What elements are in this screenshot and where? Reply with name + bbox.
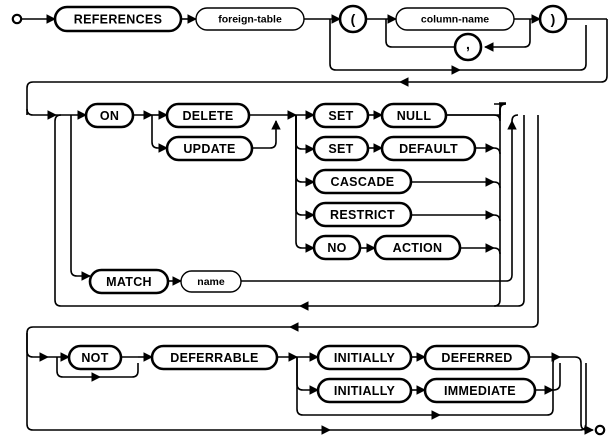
node-not[interactable]: NOT bbox=[67, 344, 123, 371]
node-action[interactable]: ACTION bbox=[373, 234, 462, 261]
node-update[interactable]: UPDATE bbox=[165, 135, 254, 162]
node-name-label: name bbox=[197, 276, 225, 288]
node-initially-immediate-label: INITIALLY bbox=[334, 384, 396, 398]
node-default[interactable]: DEFAULT bbox=[380, 135, 477, 162]
node-lparen-label: ( bbox=[351, 11, 356, 27]
node-cascade[interactable]: CASCADE bbox=[312, 168, 413, 195]
node-name[interactable]: name bbox=[180, 270, 242, 293]
node-delete-label: DELETE bbox=[182, 109, 233, 123]
node-on-label: ON bbox=[100, 109, 119, 123]
node-comma[interactable]: , bbox=[453, 32, 483, 62]
node-action-label: ACTION bbox=[393, 241, 443, 255]
node-initially-deferred[interactable]: INITIALLY bbox=[316, 344, 413, 371]
node-references[interactable]: REFERENCES bbox=[53, 5, 183, 33]
initially-choice bbox=[296, 356, 561, 420]
node-foreign-table-label: foreign-table bbox=[218, 14, 282, 26]
node-set-null[interactable]: SET bbox=[312, 102, 370, 129]
on-clause-repeat-loop bbox=[54, 114, 525, 311]
node-column-name[interactable]: column-name bbox=[395, 7, 515, 31]
node-on[interactable]: ON bbox=[84, 102, 135, 129]
node-set-default[interactable]: SET bbox=[312, 135, 370, 162]
row-1-track bbox=[11, 13, 607, 25]
node-initially-immediate[interactable]: INITIALLY bbox=[316, 377, 413, 404]
node-immediate[interactable]: IMMEDIATE bbox=[423, 377, 537, 404]
node-restrict-label: RESTRICT bbox=[330, 208, 395, 222]
end-terminal-dot bbox=[594, 424, 606, 436]
node-deferrable[interactable]: DEFERRABLE bbox=[150, 344, 279, 371]
node-immediate-label: IMMEDIATE bbox=[444, 384, 516, 398]
node-default-label: DEFAULT bbox=[399, 142, 458, 156]
node-deferred-label: DEFERRED bbox=[441, 351, 512, 365]
node-not-label: NOT bbox=[81, 351, 108, 365]
node-rparen[interactable]: ) bbox=[538, 4, 568, 34]
node-null-label: NULL bbox=[397, 109, 432, 123]
match-branch bbox=[70, 114, 519, 286]
start-terminal-dot bbox=[11, 13, 23, 25]
not-bypass bbox=[56, 357, 139, 382]
node-references-label: REFERENCES bbox=[74, 13, 162, 27]
node-column-name-label: column-name bbox=[421, 14, 489, 26]
node-no-label: NO bbox=[327, 241, 346, 255]
node-initially-deferred-label: INITIALLY bbox=[334, 351, 396, 365]
node-cascade-label: CASCADE bbox=[331, 175, 395, 189]
node-restrict[interactable]: RESTRICT bbox=[312, 201, 413, 228]
node-comma-label: , bbox=[466, 36, 470, 52]
node-delete[interactable]: DELETE bbox=[165, 102, 251, 129]
node-rparen-label: ) bbox=[551, 11, 556, 27]
node-set-null-label: SET bbox=[328, 109, 353, 123]
node-deferred[interactable]: DEFERRED bbox=[423, 344, 531, 371]
node-update-label: UPDATE bbox=[183, 142, 235, 156]
node-match-label: MATCH bbox=[106, 275, 152, 289]
node-foreign-table[interactable]: foreign-table bbox=[195, 7, 305, 31]
row3-bypass-and-end bbox=[26, 333, 606, 436]
node-deferrable-label: DEFERRABLE bbox=[170, 351, 258, 365]
node-match[interactable]: MATCH bbox=[88, 268, 170, 295]
delete-update-choice bbox=[151, 115, 281, 153]
node-lparen[interactable]: ( bbox=[338, 4, 368, 34]
node-null[interactable]: NULL bbox=[380, 102, 448, 129]
row1-to-row2-wrap bbox=[26, 19, 608, 120]
column-list-repeat-loop bbox=[385, 19, 531, 52]
column-list-bypass bbox=[329, 19, 587, 75]
node-set-default-label: SET bbox=[328, 142, 353, 156]
node-no[interactable]: NO bbox=[312, 234, 362, 261]
